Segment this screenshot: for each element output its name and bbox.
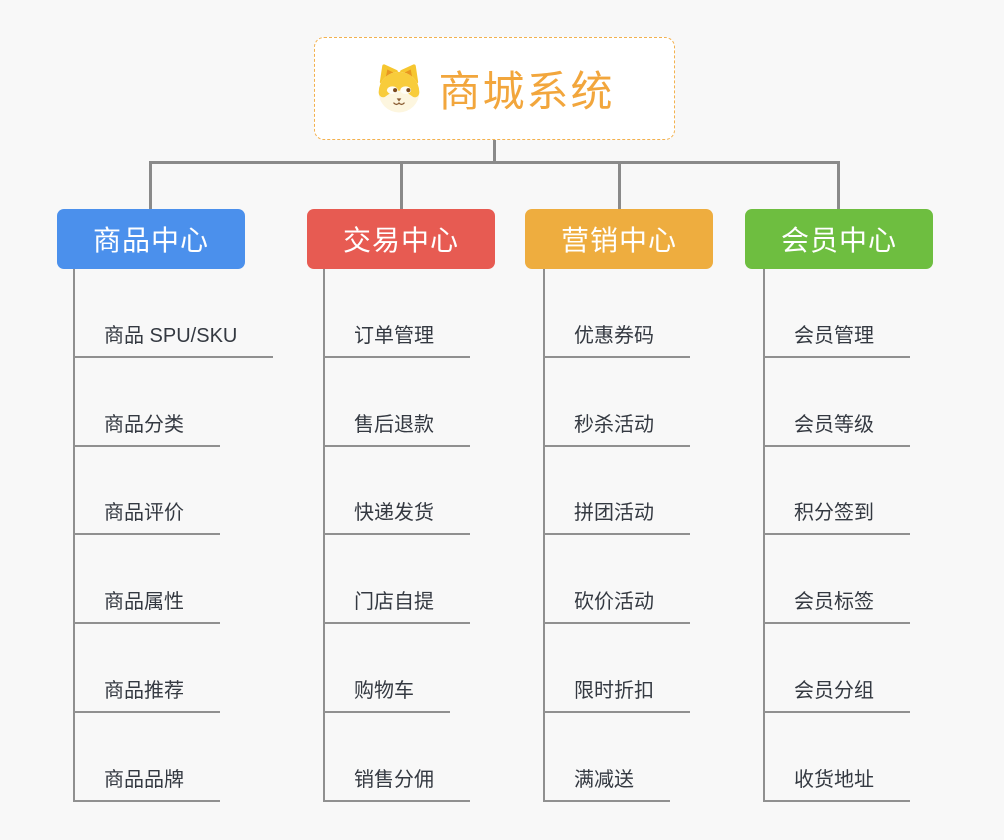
branch-header[interactable]: 会员中心	[745, 209, 933, 269]
dog-face-icon	[379, 63, 420, 112]
branch-trunk-line	[763, 269, 765, 801]
branch-header[interactable]: 交易中心	[307, 209, 495, 269]
root-title: 商城系统	[438, 68, 615, 115]
connector-drop	[149, 161, 152, 209]
branch-column: 营销中心优惠券码秒杀活动拼团活动砍价活动限时折扣满减送	[525, 209, 713, 840]
connector-drop	[618, 161, 621, 209]
connector-drop	[837, 161, 840, 209]
connector-root-stub	[493, 140, 496, 161]
branch-header[interactable]: 商品中心	[57, 209, 245, 269]
branch-item[interactable]: 商品品牌	[73, 769, 220, 802]
branch-item[interactable]: 会员管理	[763, 325, 910, 358]
branch-item[interactable]: 积分签到	[763, 502, 910, 535]
branch-trunk-line	[543, 269, 545, 801]
branch-item[interactable]: 商品评价	[73, 502, 220, 535]
branch-item[interactable]: 订单管理	[323, 325, 470, 358]
connector-bus	[149, 161, 840, 164]
branch-item[interactable]: 砍价活动	[543, 591, 690, 624]
root-node[interactable]: 商城系统	[314, 37, 675, 140]
branch-item[interactable]: 商品推荐	[73, 680, 220, 713]
branch-item[interactable]: 满减送	[543, 769, 670, 802]
branch-item[interactable]: 秒杀活动	[543, 414, 690, 447]
branch-item[interactable]: 购物车	[323, 680, 450, 713]
branch-item[interactable]: 售后退款	[323, 414, 470, 447]
branch-item[interactable]: 门店自提	[323, 591, 470, 624]
branch-column: 会员中心会员管理会员等级积分签到会员标签会员分组收货地址	[745, 209, 933, 840]
branch-item[interactable]: 商品 SPU/SKU	[73, 325, 274, 358]
branch-item[interactable]: 会员等级	[763, 414, 910, 447]
branch-item[interactable]: 会员标签	[763, 591, 910, 624]
branch-item[interactable]: 会员分组	[763, 680, 910, 713]
branch-item[interactable]: 商品属性	[73, 591, 220, 624]
branch-item[interactable]: 销售分佣	[323, 769, 470, 802]
branch-item[interactable]: 优惠券码	[543, 325, 690, 358]
branch-column: 交易中心订单管理售后退款快递发货门店自提购物车销售分佣	[307, 209, 495, 840]
connector-drop	[400, 161, 403, 209]
branch-item[interactable]: 拼团活动	[543, 502, 690, 535]
branch-column: 商品中心商品 SPU/SKU 商品分类商品评价商品属性商品推荐商品品牌	[57, 209, 274, 840]
branch-trunk-line	[73, 269, 75, 801]
branch-trunk-line	[323, 269, 325, 801]
branch-header[interactable]: 营销中心	[525, 209, 713, 269]
branch-item[interactable]: 商品分类	[73, 414, 220, 447]
branch-item[interactable]: 收货地址	[763, 769, 910, 802]
branch-item[interactable]: 快递发货	[323, 502, 470, 535]
branch-item[interactable]: 限时折扣	[543, 680, 690, 713]
